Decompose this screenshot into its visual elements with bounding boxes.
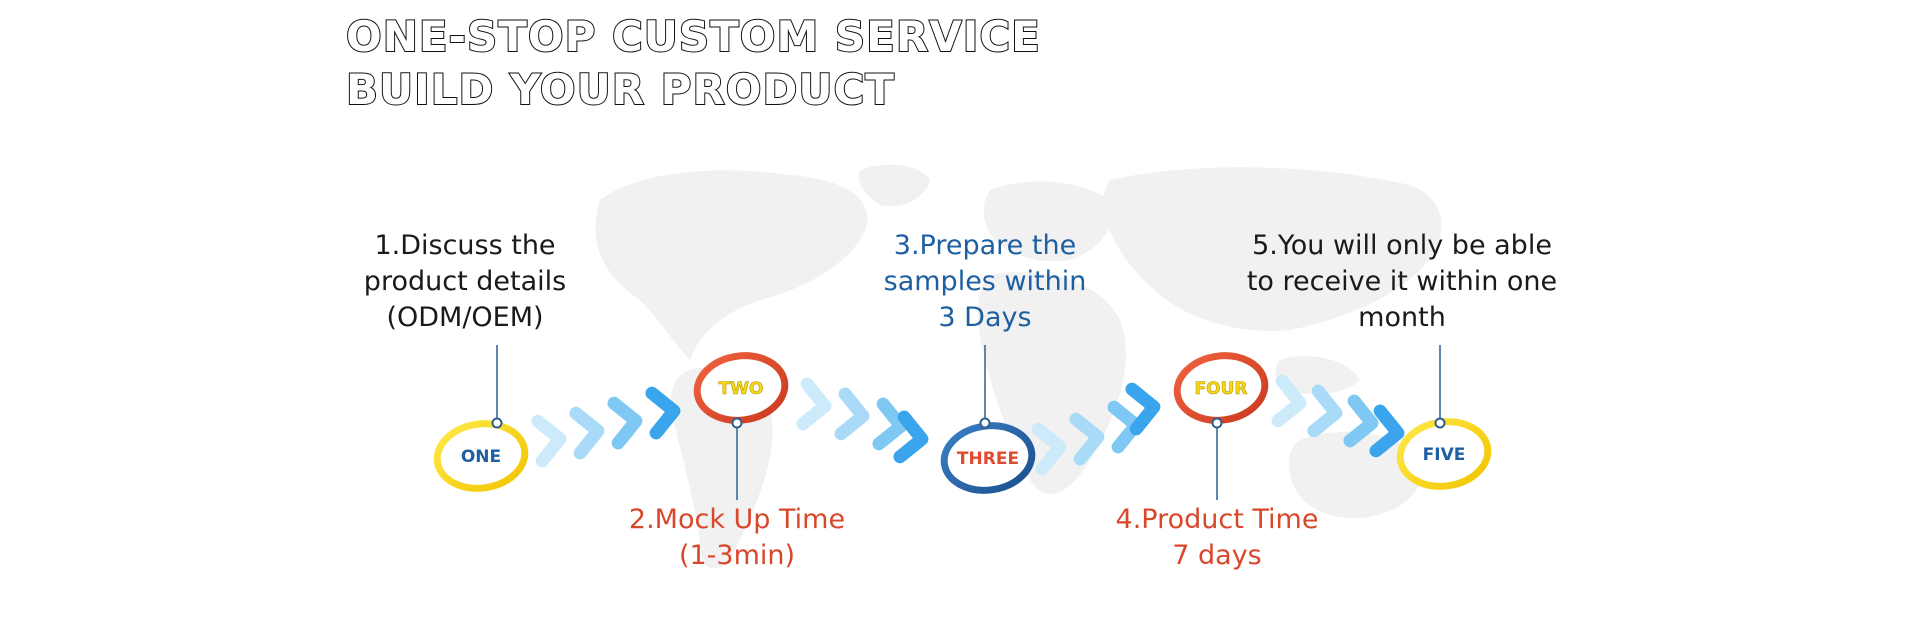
step-2-text-line: 2.Mock Up Time [628, 504, 846, 535]
step-3-badge-label: THREE [957, 449, 1019, 469]
step-2-text-line: (1-3min) [678, 540, 796, 571]
headline-line-2: BUILD YOUR PRODUCT [345, 64, 895, 115]
step-1-text-line: product details [363, 266, 567, 297]
step-4-text-line: 7 days [1172, 540, 1262, 571]
chevron-arrow-icon [796, 377, 832, 431]
step-3-badge: THREE [940, 422, 1036, 494]
step-4-description: 4.Product Time 7 days [1116, 502, 1319, 574]
chevron-arrow-icon [1031, 422, 1067, 476]
step-3-text-line: 3.Prepare the [893, 230, 1077, 261]
chevron-arrow-icon [569, 406, 605, 460]
step-3-text-line: 3 Days [938, 302, 1032, 333]
step-3-description: 3.Prepare the samples within 3 Days [884, 228, 1087, 336]
step-5-text-line: to receive it within one [1246, 266, 1558, 297]
step-1-connector-dot [491, 417, 503, 429]
chevron-arrow-icon [531, 414, 567, 468]
chevron-arrow-icon [607, 396, 643, 450]
step-5-connector-dot [1434, 417, 1446, 429]
step-5-text-line: 5.You will only be able [1252, 230, 1552, 261]
step-1-badge-label: ONE [461, 447, 501, 467]
step-1-text-line: 1.Discuss the [374, 230, 556, 261]
step-2-badge-label: TWO [719, 379, 764, 399]
step-4-badge: FOUR [1173, 352, 1269, 424]
step-2-connector-dot [731, 417, 743, 429]
chevron-arrow-icon [645, 386, 681, 440]
step-3-connector-dot [979, 417, 991, 429]
step-2-description: 2.Mock Up Time (1-3min) [629, 502, 845, 574]
step-1-description: 1.Discuss the product details (ODM/OEM) [364, 228, 566, 336]
step-1-text-line: (ODM/OEM) [386, 302, 544, 333]
chevron-group-4 [1271, 374, 1405, 458]
chevron-arrow-icon [834, 387, 870, 441]
chevron-group-3 [1031, 382, 1161, 476]
step-5-description: 5.You will only be able to receive it wi… [1247, 228, 1557, 336]
step-2-badge: TWO [693, 352, 789, 424]
step-4-text-line: 4.Product Time [1115, 504, 1319, 535]
chevron-group-2 [796, 377, 929, 464]
chevron-arrow-icon [893, 410, 929, 464]
step-1-badge: ONE [433, 420, 529, 492]
chevron-arrow-icon [1343, 394, 1379, 448]
chevron-arrow-icon [1271, 374, 1307, 428]
step-5-badge-label: FIVE [1423, 445, 1466, 465]
chevron-group-1 [531, 386, 681, 468]
chevron-arrow-icon [1069, 412, 1105, 466]
step-4-badge-label: FOUR [1195, 379, 1248, 399]
step-4-connector-dot [1211, 417, 1223, 429]
step-5-text-line: month [1358, 302, 1446, 333]
chevron-arrow-icon [1369, 404, 1405, 458]
headline-line-1: ONE-STOP CUSTOM SERVICE [345, 11, 1041, 62]
step-5-badge: FIVE [1396, 418, 1492, 490]
chevron-arrow-icon [1307, 384, 1343, 438]
chevron-arrow-icon [872, 397, 908, 451]
headline: ONE-STOP CUSTOM SERVICE BUILD YOUR PRODU… [345, 10, 1041, 116]
chevron-arrow-icon [1125, 382, 1161, 436]
step-3-text-line: samples within [883, 266, 1087, 297]
